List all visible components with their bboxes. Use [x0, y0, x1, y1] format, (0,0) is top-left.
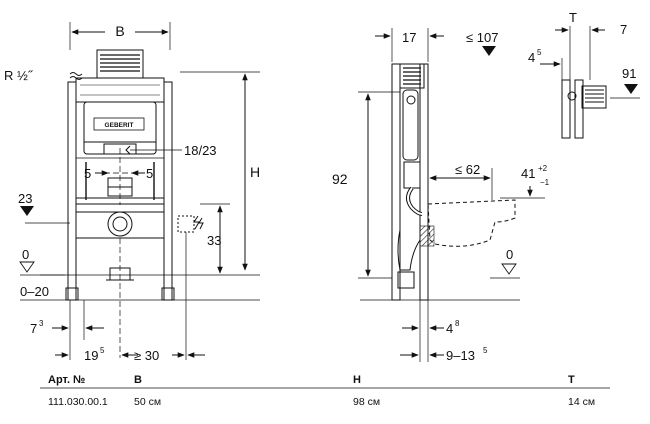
- dim-t: T: [569, 10, 577, 25]
- dim-41-sup: +2: [538, 164, 548, 173]
- table-header-h: H: [353, 374, 361, 386]
- dim-33: 33: [207, 233, 221, 248]
- dim-9-13-sup: 5: [483, 346, 488, 355]
- dim-7-right: 7: [620, 22, 627, 37]
- dim-ge-30: ≥ 30: [134, 348, 159, 363]
- dim-92: 92: [332, 171, 348, 187]
- dim-width-b: B: [115, 23, 124, 39]
- dim-r-half: R ½˝: [4, 68, 34, 83]
- dim-5-left: 5: [84, 166, 91, 181]
- dim-zero-right: 0: [506, 247, 513, 262]
- table-cell-art: 111.030.00.1: [48, 396, 108, 408]
- dim-4-5-sup: 5: [537, 48, 542, 57]
- table-header-art: Арт. №: [48, 374, 85, 386]
- dim-zero-left: 0: [22, 247, 29, 262]
- dim-9-13: 9–13: [446, 348, 475, 363]
- dim-7: 7: [30, 321, 37, 336]
- dim-4: 4: [446, 321, 453, 336]
- dim-0-20: 0–20: [20, 284, 49, 299]
- dim-17: 17: [402, 30, 416, 45]
- dim-41-sub: −1: [540, 178, 550, 187]
- dim-19-sup: 5: [100, 346, 105, 355]
- dim-4-5: 4: [528, 50, 535, 65]
- table-header-b: B: [134, 374, 142, 386]
- dim-41: 41: [521, 166, 535, 181]
- dim-18-23: 18/23: [184, 143, 217, 158]
- dim-4-sup: 8: [455, 319, 460, 328]
- dim-5-right: 5: [146, 166, 153, 181]
- table-cell-t: 14 см: [568, 396, 595, 408]
- dim-23: 23: [18, 191, 32, 206]
- table-header-t: T: [568, 374, 575, 386]
- table-cell-h: 98 см: [353, 396, 380, 408]
- spec-table: Арт. № B H T 111.030.00.1 50 см 98 см 14…: [40, 374, 610, 408]
- dim-91: 91: [622, 66, 636, 81]
- dim-7-sup: 3: [39, 319, 44, 328]
- dim-le-107: ≤ 107: [466, 30, 498, 45]
- brand-logo: GEBERIT: [105, 122, 134, 129]
- dim-le-62: ≤ 62: [455, 162, 480, 177]
- dim-19: 19: [84, 348, 98, 363]
- dim-height-h: H: [250, 164, 260, 180]
- table-cell-b: 50 см: [134, 396, 161, 408]
